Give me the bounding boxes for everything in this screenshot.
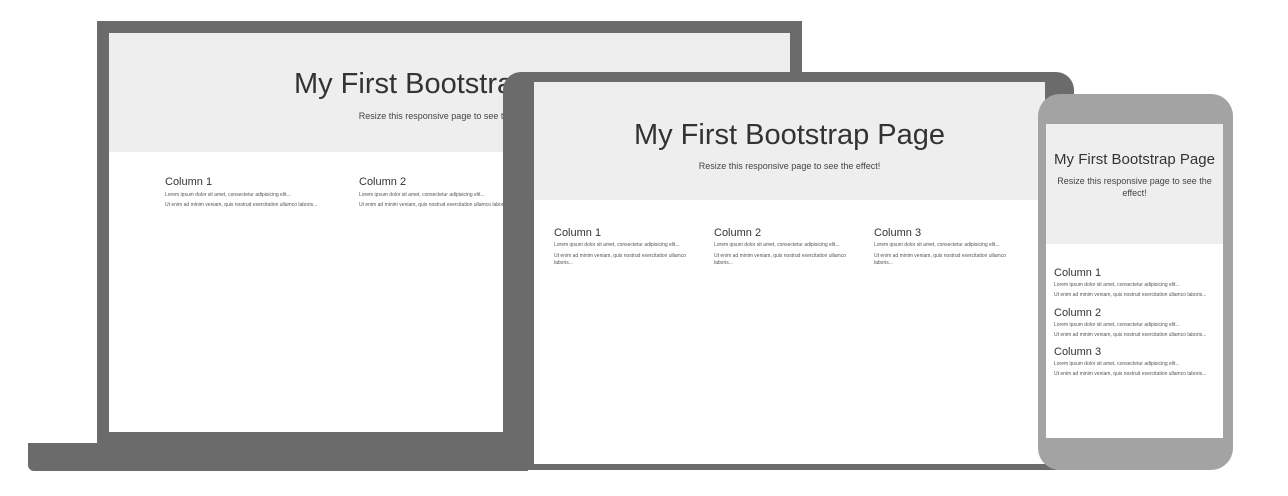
phone-device: My First Bootstrap Page Resize this resp… [1038,94,1233,470]
column-2: Column 2 Lorem ipsum dolor sit amet, con… [1054,307,1215,343]
page-subtitle: Resize this responsive page to see the e… [1057,176,1212,198]
jumbotron: My First Bootstrap Page Resize this resp… [1046,124,1223,244]
column-text: Lorem ipsum dolor sit amet, consectetur … [1054,321,1180,328]
page-title: My First Bootstrap Page [1054,151,1215,168]
phone-screen: My First Bootstrap Page Resize this resp… [1046,124,1223,438]
column-heading: Column 2 [714,227,762,239]
column-text: Ut enim ad minim veniam, quis nostrud ex… [1054,331,1207,338]
column-text: Lorem ipsum dolor sit amet, consectetur … [1054,282,1180,288]
column-text: Lorem ipsum dolor sit amet, consectetur … [874,242,1000,248]
column-text: Lorem ipsum dolor sit amet, consectetur … [1054,361,1180,367]
column-text: Lorem ipsum dolor sit amet, consectetur … [554,242,680,248]
column-1: Column 1 Lorem ipsum dolor sit amet, con… [165,176,359,213]
page-title: My First Bootstrap Page [633,119,946,151]
column-heading: Column 1 [1054,267,1102,279]
page-subtitle: Resize this responsive page to see the e… [698,161,881,171]
column-text: Ut enim ad minim veniam, quis nostrud ex… [165,202,318,209]
column-text: Ut enim ad minim veniam, quis nostrud ex… [874,253,1006,266]
laptop-base [28,443,528,471]
jumbotron: My First Bootstrap Page Resize this resp… [534,82,1045,200]
column-heading: Column 2 [359,176,407,188]
column-text: Ut enim ad minim veniam, quis nostrud ex… [554,253,686,266]
column-heading: Column 2 [1054,306,1102,319]
tablet-device: My First Bootstrap Page Resize this resp… [503,72,1074,470]
page-subtitle: Resize this responsive page to see the e… [358,111,541,121]
column-1: Column 1 Lorem ipsum dolor sit amet, con… [1054,267,1215,303]
column-text: Ut enim ad minim veniam, quis nostrud ex… [1054,371,1207,378]
column-3: Column 3 Lorem ipsum dolor sit amet, con… [1054,346,1215,382]
columns-stack: Column 1 Lorem ipsum dolor sit amet, con… [1046,244,1223,386]
column-2: Column 2 Lorem ipsum dolor sit amet, con… [714,227,874,271]
column-3: Column 3 Lorem ipsum dolor sit amet, con… [874,227,1034,271]
column-text: Lorem ipsum dolor sit amet, consectetur … [359,192,485,198]
columns-row: Column 1 Lorem ipsum dolor sit amet, con… [534,200,1045,271]
tablet-screen: My First Bootstrap Page Resize this resp… [534,82,1045,464]
column-text: Lorem ipsum dolor sit amet, consectetur … [165,192,291,198]
column-heading: Column 3 [1054,346,1102,358]
column-2: Column 2 Lorem ipsum dolor sit amet, con… [359,176,553,213]
column-text: Ut enim ad minim veniam, quis nostrud ex… [359,202,512,209]
column-1: Column 1 Lorem ipsum dolor sit amet, con… [554,227,714,271]
column-heading: Column 3 [874,227,922,239]
column-text: Ut enim ad minim veniam, quis nostrud ex… [1054,292,1207,299]
column-text: Lorem ipsum dolor sit amet, consectetur … [714,242,840,248]
column-heading: Column 1 [165,176,213,188]
column-text: Ut enim ad minim veniam, quis nostrud ex… [714,253,846,266]
column-heading: Column 1 [554,227,602,239]
